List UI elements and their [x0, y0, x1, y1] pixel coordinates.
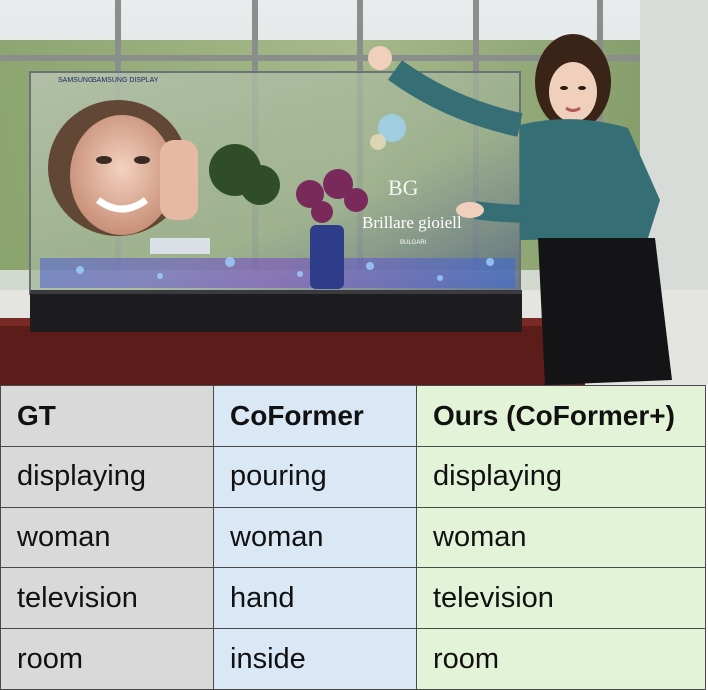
- table-row: room inside room: [0, 628, 706, 690]
- cell-coformer: inside: [213, 628, 417, 690]
- screen-small-text: BULGARI: [400, 240, 427, 246]
- cell-gt: woman: [0, 506, 214, 569]
- table-header-row: GT CoFormer Ours (CoFormer+): [0, 385, 706, 447]
- cell-ours: television: [416, 567, 706, 630]
- table-row: television hand television: [0, 567, 706, 630]
- comparison-table: GT CoFormer Ours (CoFormer+) displaying …: [0, 385, 706, 690]
- table-row: displaying pouring displaying: [0, 445, 706, 508]
- screen-tagline: Brillare gioiell: [362, 213, 462, 232]
- table-row: woman woman woman: [0, 506, 706, 569]
- screen-logo: BG: [388, 175, 419, 200]
- header-coformer: CoFormer: [213, 385, 417, 447]
- header-ours: Ours (CoFormer+): [416, 385, 706, 447]
- cell-coformer: hand: [213, 567, 417, 630]
- cell-coformer: woman: [213, 506, 417, 569]
- cell-gt: television: [0, 567, 214, 630]
- photo-illustration: SAMSUNG SAMSUNG DISPLAY BG Brillare gioi…: [0, 0, 708, 385]
- cell-coformer: pouring: [213, 445, 417, 508]
- cell-ours: room: [416, 628, 706, 690]
- header-gt: GT: [0, 385, 214, 447]
- samsung-display-text: SAMSUNG DISPLAY: [92, 77, 159, 84]
- samsung-logo-text: SAMSUNG: [58, 77, 93, 84]
- scene-photo: SAMSUNG SAMSUNG DISPLAY BG Brillare gioi…: [0, 0, 708, 385]
- cell-gt: room: [0, 628, 214, 690]
- cell-ours: displaying: [416, 445, 706, 508]
- cell-gt: displaying: [0, 445, 214, 508]
- cell-ours: woman: [416, 506, 706, 569]
